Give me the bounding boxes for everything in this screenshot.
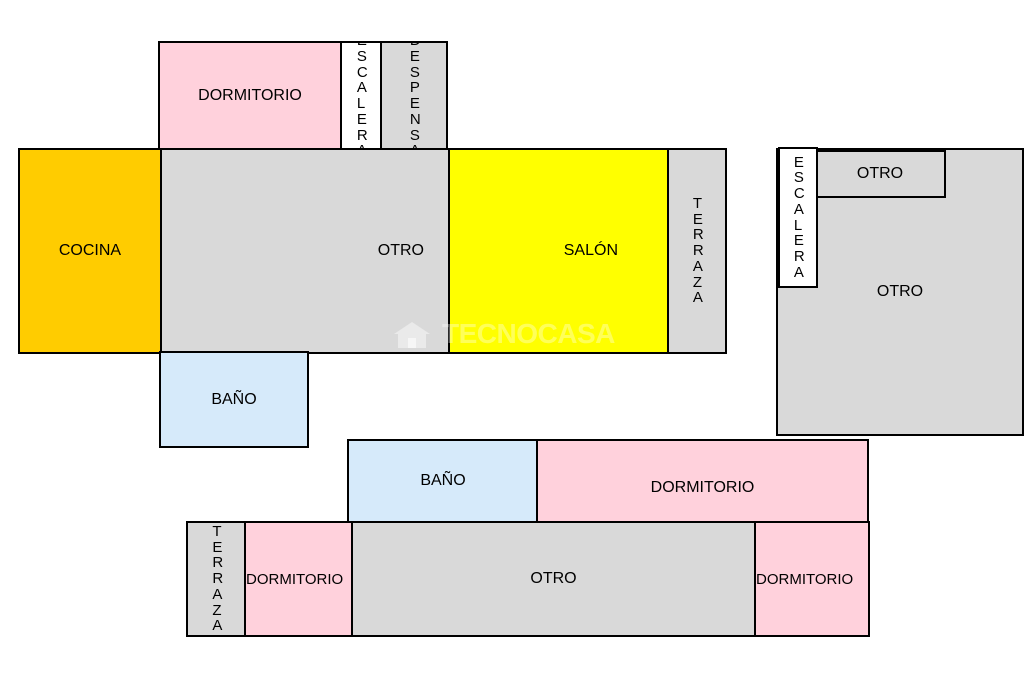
room-label-vertical: TERRAZA [212,522,224,635]
room-label: OTRO [530,570,577,587]
room-label: DORMITORIO [650,479,755,496]
room-dormitorio-left-c: DORMITORIO [244,521,354,637]
room-bano-c: BAÑO [347,439,539,523]
room-bano-a: BAÑO [159,351,309,448]
room-label: DORMITORIO [198,87,302,104]
room-escalera-b: ESCALERA [778,147,818,288]
room-label-vertical: ESCALERA [793,153,805,281]
room-label-vertical: TERRAZA [692,194,704,307]
room-terraza-a: TERRAZA [667,148,727,354]
room-label: SALÓN [563,242,618,259]
room-dormitorio-top-c: DORMITORIO [536,439,869,523]
room-terraza-c: TERRAZA [186,521,247,637]
room-label: OTRO [377,242,424,259]
room-label: BAÑO [420,472,466,489]
room-cocina-a: COCINA [18,148,162,354]
room-label: DORMITORIO [756,570,854,588]
room-label-vertical: ESCALERA [356,43,368,151]
room-otro-a: OTRO [160,148,450,354]
room-label: COCINA [58,242,122,259]
room-dormitorio-right-c: DORMITORIO [754,521,870,637]
room-despensa-a: DESPENSA [380,41,448,151]
room-escalera-a: ESCALERA [340,41,382,151]
room-label: DORMITORIO [246,570,344,588]
room-label: OTRO [856,165,904,182]
room-label-vertical: DESPENSA [409,43,421,151]
room-otro-small-b: OTRO [814,150,946,198]
room-salon-a: SALÓN [448,148,670,354]
room-otro-c: OTRO [351,521,756,637]
room-label: OTRO [876,283,924,300]
room-label: BAÑO [211,390,257,408]
room-dormitorio-a: DORMITORIO [158,41,342,151]
